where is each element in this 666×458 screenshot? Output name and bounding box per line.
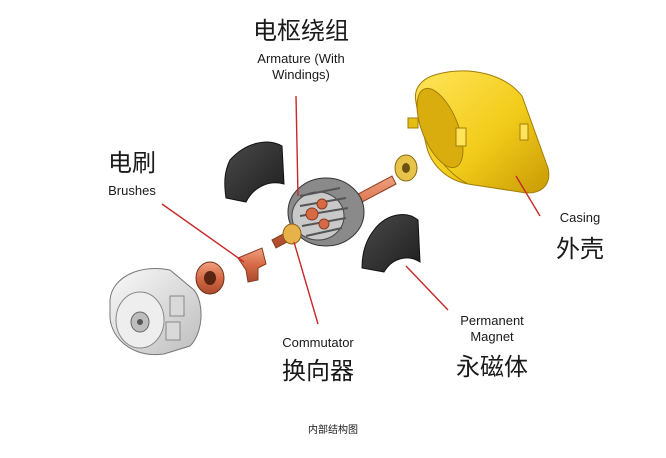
casing-label-en: Casing <box>559 210 601 225</box>
magnet-label-en-2: Magnet <box>470 329 514 344</box>
armature-label-cn: 电枢绕组 <box>253 17 349 45</box>
leader-casing <box>515 175 541 217</box>
magnet-left <box>224 141 285 203</box>
casing-part <box>407 70 550 194</box>
casing-label-cn: 外壳 <box>556 235 604 263</box>
leader-armature <box>295 95 299 197</box>
bearing-washer <box>394 154 418 182</box>
magnet-label-en-1: Permanent <box>460 313 524 328</box>
leader-commutator <box>293 241 319 325</box>
figure-caption: 内部结构图 <box>308 425 358 436</box>
leader-brushes <box>161 203 245 263</box>
commutator-label-en: Commutator <box>282 335 354 350</box>
commutator-part <box>282 223 302 245</box>
bearing-ring <box>195 261 225 295</box>
brush-part <box>237 247 267 283</box>
commutator-label-cn: 换向器 <box>282 357 354 385</box>
end-cap-part <box>109 268 202 356</box>
armature-label-en-2: Windings) <box>272 67 330 82</box>
magnet-label-cn: 永磁体 <box>456 353 528 381</box>
leader-lines <box>161 95 541 325</box>
leader-magnet <box>405 265 449 311</box>
armature-part <box>287 177 365 247</box>
brushes-label-en: Brushes <box>108 183 156 198</box>
magnet-right <box>361 214 421 273</box>
brushes-label-cn: 电刷 <box>108 149 156 177</box>
armature-label-en-1: Armature (With <box>257 51 345 66</box>
